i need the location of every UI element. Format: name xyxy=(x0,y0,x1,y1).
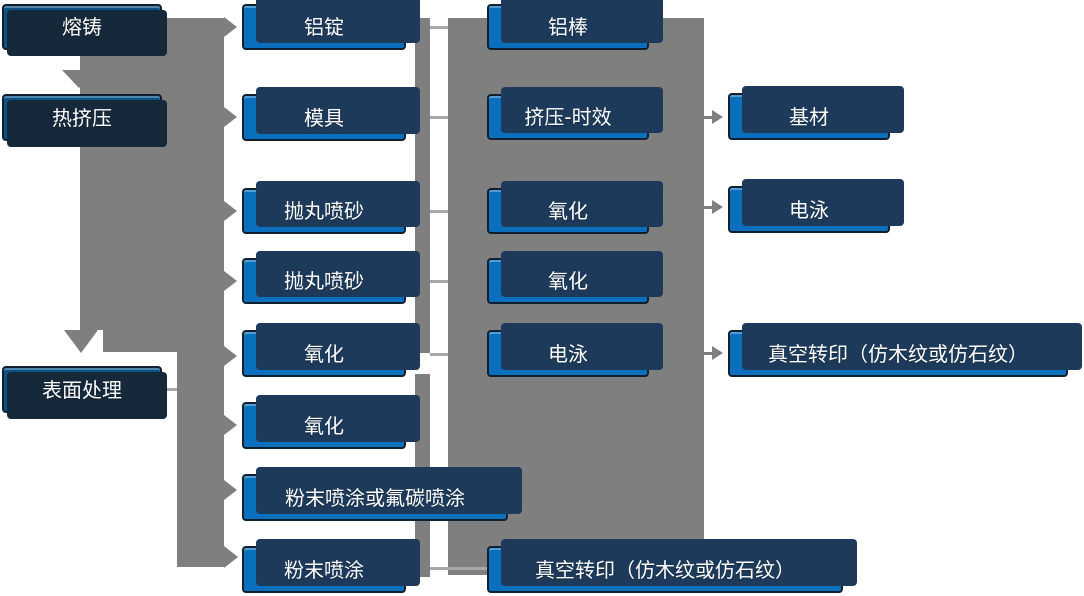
arrow-to-shot-blasting-2-icon xyxy=(224,271,237,291)
flow-node-label: 电泳 xyxy=(548,341,588,366)
flow-node-oxidation-2: 氧化 xyxy=(242,402,406,449)
flow-node-vacuum-transfer-2: 真空转印（仿木纹或仿石纹） xyxy=(728,330,1068,377)
flow-node-label: 铝棒 xyxy=(548,15,588,39)
flow-node-label: 真空转印（仿木纹或仿石纹） xyxy=(535,557,795,582)
flow-node-powder-spray: 粉末喷涂 xyxy=(242,546,406,593)
connector-stub-panel-electrophoresis xyxy=(704,206,713,209)
flow-node-oxidation-3: 氧化 xyxy=(487,188,649,234)
flow-node-melt-cast: 熔铸 xyxy=(2,4,162,50)
flow-node-label: 粉末喷涂 xyxy=(284,557,364,582)
flow-node-label: 氧化 xyxy=(548,269,588,293)
flow-node-electrophoresis-2: 电泳 xyxy=(728,186,890,233)
connector-stub-oxidation xyxy=(430,353,448,356)
arrow-to-oxidation-1-icon xyxy=(224,346,237,366)
flow-node-mold: 模具 xyxy=(242,94,406,141)
arrow-to-shot-blasting-1-icon xyxy=(224,201,237,221)
flow-node-oxidation-4: 氧化 xyxy=(487,258,649,304)
flow-node-powder-or-fluorocarbon-spray: 粉末喷涂或氟碳喷涂 xyxy=(242,474,508,521)
flow-node-shot-blasting-1: 抛丸喷砂 xyxy=(242,188,406,234)
flow-node-label: 模具 xyxy=(304,105,344,130)
flow-node-label: 氧化 xyxy=(304,413,344,438)
connector-left-flow-band xyxy=(80,18,224,330)
flow-node-label: 粉末喷涂或氟碳喷涂 xyxy=(285,485,465,510)
flow-node-label: 氧化 xyxy=(304,341,344,366)
flow-node-label: 电泳 xyxy=(789,197,829,222)
arrow-to-powder-spray-icon xyxy=(224,546,238,568)
arrow-to-oxidation-2-icon xyxy=(224,415,237,435)
connector-stub-panel-base-material xyxy=(704,116,713,119)
arrow-to-vacuum-transfer-2-icon xyxy=(712,345,723,360)
flow-node-label: 熔铸 xyxy=(62,15,102,39)
connector-stub-surface-branch xyxy=(163,388,177,391)
flow-node-surface-treatment: 表面处理 xyxy=(2,366,162,413)
arrow-to-electrophoresis-2-icon xyxy=(712,199,723,214)
flow-node-aluminum-rod: 铝棒 xyxy=(487,4,649,50)
flow-node-label: 表面处理 xyxy=(42,377,122,402)
flow-node-electrophoresis-1: 电泳 xyxy=(487,330,649,377)
connector-stub-panel-vacuum xyxy=(704,352,713,355)
flow-node-aluminum-ingot: 铝锭 xyxy=(242,4,406,50)
flow-node-label: 挤压-时效 xyxy=(524,105,612,129)
arrow-to-hot-extrusion-icon xyxy=(62,70,96,88)
flow-node-hot-extrusion: 热挤压 xyxy=(2,94,162,141)
arrow-to-aluminum-ingot-icon xyxy=(224,16,237,37)
flow-node-label: 抛丸喷砂 xyxy=(284,269,364,293)
flow-node-oxidation-1: 氧化 xyxy=(242,330,406,377)
connector-stub-powder-vacuum xyxy=(406,567,487,570)
arrow-to-mold-icon xyxy=(224,107,237,127)
flow-node-label: 基材 xyxy=(789,104,829,129)
arrow-to-surface-treatment-icon xyxy=(64,330,98,353)
flow-node-label: 铝锭 xyxy=(304,15,344,39)
flow-node-label: 抛丸喷砂 xyxy=(284,199,364,223)
connector-surface-branch-spine xyxy=(177,352,224,567)
flow-node-base-material: 基材 xyxy=(728,93,890,140)
flow-node-label: 热挤压 xyxy=(52,105,112,130)
arrow-to-base-material-icon xyxy=(712,109,723,124)
flow-node-label: 氧化 xyxy=(548,199,588,223)
arrow-to-powder-or-fluorocarbon-icon xyxy=(224,480,237,500)
flow-node-shot-blasting-2: 抛丸喷砂 xyxy=(242,258,406,304)
connector-left-flow-band-foot xyxy=(103,330,224,352)
flow-node-vacuum-transfer-1: 真空转印（仿木纹或仿石纹） xyxy=(487,546,843,593)
flow-node-label: 真空转印（仿木纹或仿石纹） xyxy=(768,341,1028,366)
flow-node-extrusion-aging: 挤压-时效 xyxy=(487,94,649,140)
